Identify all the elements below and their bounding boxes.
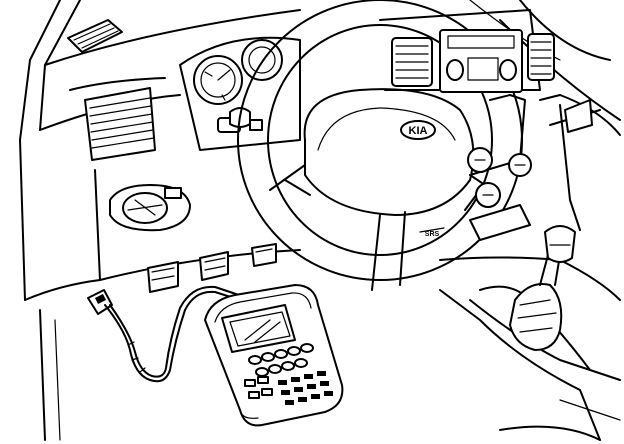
airbag-mark: SRS xyxy=(425,231,440,238)
lower-console xyxy=(499,399,621,441)
instrument-cluster xyxy=(179,36,301,151)
shift-boot xyxy=(509,283,563,351)
kia-logo-text: KIA xyxy=(409,125,428,137)
scan-tool-keypad xyxy=(244,343,333,405)
center-stack xyxy=(379,9,601,241)
diagnostic-cable xyxy=(104,285,243,383)
kia-logo xyxy=(400,120,436,140)
passenger-vent xyxy=(564,99,593,133)
center-console xyxy=(439,225,621,441)
center-vent-right xyxy=(527,33,555,81)
defroster-vent xyxy=(67,19,123,53)
left-air-vent xyxy=(69,77,166,161)
steering-wheel: KIA SRS xyxy=(237,0,523,291)
scan-tool xyxy=(204,284,344,427)
pedals xyxy=(147,243,277,293)
light-switch xyxy=(109,184,191,232)
diagnostic-connector xyxy=(87,289,113,315)
shift-knob xyxy=(544,225,576,263)
